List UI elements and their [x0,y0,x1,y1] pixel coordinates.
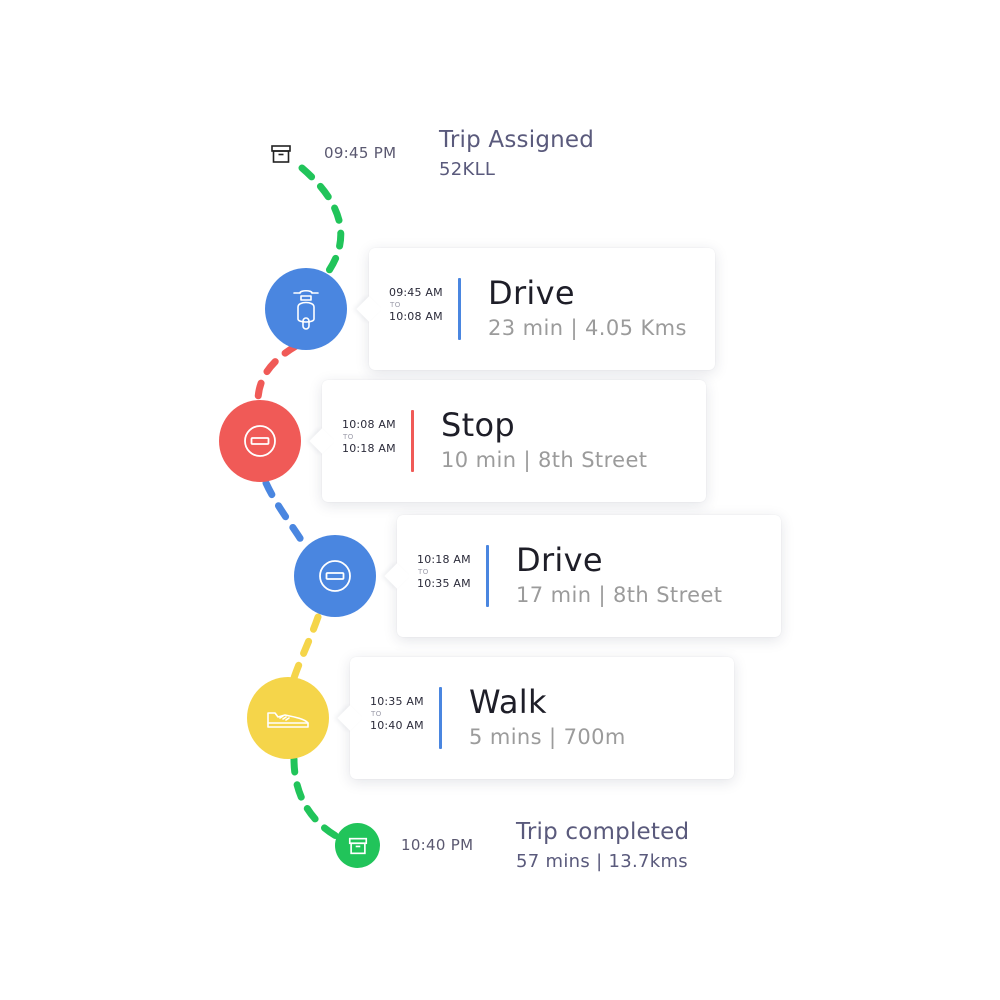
segment-start-time: 10:08 AM [342,418,396,431]
segment-to-label: TO [371,710,382,718]
drive-segment-node[interactable] [294,535,376,617]
segment-color-bar [486,545,489,607]
stop-segment-node[interactable] [219,400,301,482]
archive-box-icon [269,142,293,166]
segment-mode-title: Drive [488,274,575,312]
trip-start-time: 09:45 PM [324,144,397,162]
segment-start-time: 10:35 AM [370,695,424,708]
segment-time-range: 09:45 AM TO 10:08 AM [389,286,461,324]
segment-summary: 5 mins | 700m [469,725,626,749]
segment-summary: 17 min | 8th Street [516,583,723,607]
segment-time-range: 10:18 AM TO 10:35 AM [417,553,489,591]
route-segment-yellow [290,613,322,682]
stop-segment-card[interactable]: 10:08 AM TO 10:18 AM Stop 10 min | 8th S… [309,380,706,502]
route-segment-green-end [290,755,340,840]
segment-color-bar [458,278,461,340]
segment-mode-title: Drive [516,541,603,579]
trip-start-title: Trip Assigned [439,127,595,153]
segment-mode-title: Stop [441,406,515,444]
segment-start-time: 09:45 AM [389,286,443,299]
segment-mode-title: Walk [469,683,547,721]
walk-segment-card[interactable]: 10:35 AM TO 10:40 AM Walk 5 mins | 700m [337,657,734,779]
trip-vehicle-number: 52KLL [439,159,496,180]
drive-segment-card[interactable]: 09:45 AM TO 10:08 AM Drive 23 min | 4.05… [356,248,715,370]
route-segment-blue [262,479,309,550]
shoe-icon [267,712,309,728]
archive-box-icon [348,837,367,854]
scooter-icon [293,289,319,330]
segment-end-time: 10:08 AM [389,310,443,323]
segment-end-time: 10:18 AM [342,442,396,455]
segment-to-label: TO [343,433,354,441]
walk-segment-node[interactable] [247,677,329,759]
route-segment-green-start [298,164,345,276]
segment-color-bar [439,687,442,749]
segment-time-range: 10:35 AM TO 10:40 AM [370,695,442,733]
segment-to-label: TO [390,301,401,309]
segment-end-time: 10:35 AM [417,577,471,590]
segment-to-label: TO [418,568,429,576]
trip-end-title: Trip completed [516,819,690,845]
route-segment-red [254,342,300,405]
stop-sign-icon [244,425,276,457]
segment-color-bar [411,410,414,472]
segment-start-time: 10:18 AM [417,553,471,566]
drive-segment-node[interactable] [265,268,347,350]
segment-summary: 10 min | 8th Street [441,448,648,472]
segment-end-time: 10:40 AM [370,719,424,732]
segment-time-range: 10:08 AM TO 10:18 AM [342,418,414,456]
segment-summary: 23 min | 4.05 Kms [488,316,687,340]
stop-sign-icon [319,560,351,592]
trip-end-node[interactable] [335,823,380,868]
trip-end-time: 10:40 PM [401,836,474,854]
drive-segment-card[interactable]: 10:18 AM TO 10:35 AM Drive 17 min | 8th … [384,515,781,637]
trip-end-summary: 57 mins | 13.7kms [516,851,688,872]
